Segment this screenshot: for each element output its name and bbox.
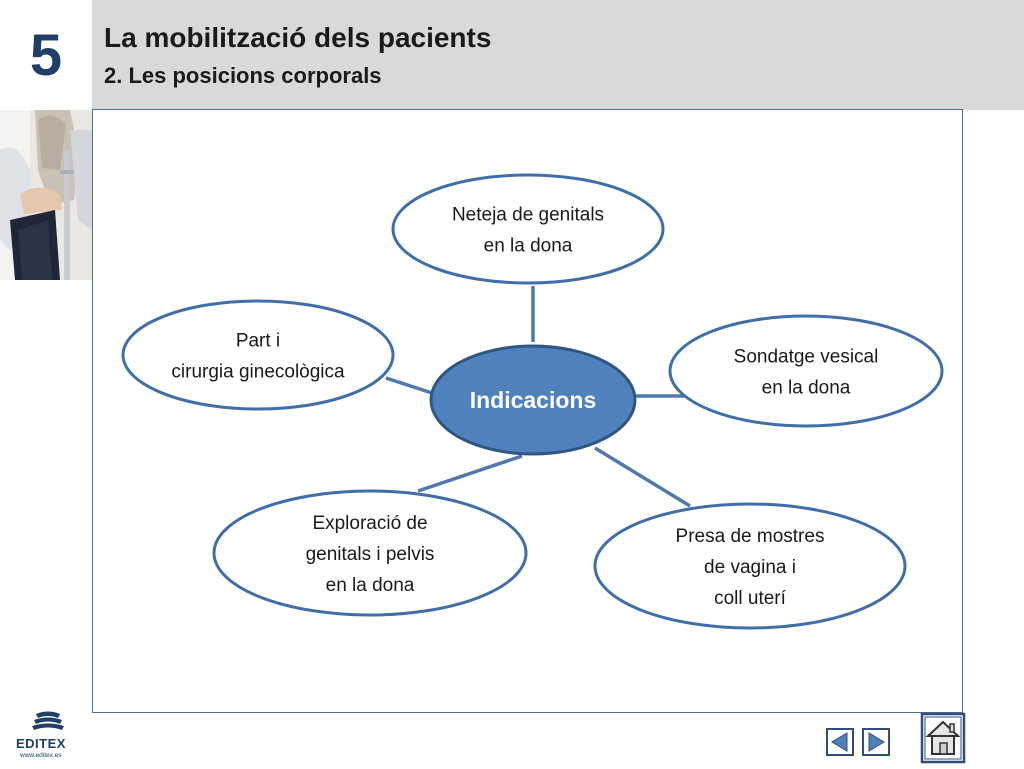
node-exploracio: Exploració de genitals i pelvis en la dona: [212, 489, 528, 617]
node-ellipse-exploracio: [212, 489, 528, 617]
home-button[interactable]: [920, 712, 966, 764]
triangle-right-icon: [862, 728, 890, 756]
node-label-exploracio-1: genitals i pelvis: [306, 544, 435, 565]
logo-text: EDITEX: [16, 736, 66, 751]
node-label-exploracio-2: en la dona: [326, 575, 415, 596]
connector-exploracio: [417, 454, 523, 493]
prev-button[interactable]: [826, 728, 854, 756]
editex-logo-icon: [32, 711, 64, 730]
chapter-number: 5: [29, 22, 63, 88]
node-label-presa-0: Presa de mostres: [676, 526, 825, 547]
node-label-part-1: cirurgia ginecològica: [171, 362, 345, 383]
home-icon: [920, 712, 966, 764]
node-ellipse-part: [121, 299, 395, 411]
node-label-presa-1: de vagina i: [704, 557, 796, 578]
node-presa: Presa de mostres de vagina i coll uterí: [593, 502, 907, 630]
page-subtitle: 2. Les posicions corporals: [104, 63, 382, 88]
node-sondatge: Sondatge vesical en la dona: [668, 314, 944, 428]
chapter-box: 5: [0, 0, 92, 110]
node-label-neteja-1: en la dona: [484, 236, 573, 257]
node-ellipse-sondatge: [668, 314, 944, 428]
center-ellipse: [429, 344, 637, 456]
node-ellipse-neteja: [391, 173, 665, 285]
node-ellipse-presa: [593, 502, 907, 630]
node-label-sondatge-1: en la dona: [762, 378, 851, 399]
triangle-left-icon: [826, 728, 854, 756]
node-label-part-0: Part i: [236, 331, 280, 352]
connectors: [385, 286, 691, 508]
header-band: La mobilització dels pacients 2. Les pos…: [92, 0, 1024, 110]
next-button[interactable]: [862, 728, 890, 756]
node-label-neteja-0: Neteja de genitals: [452, 205, 604, 226]
node-label-presa-2: coll uterí: [714, 588, 787, 609]
center-label: Indicacions: [470, 387, 597, 413]
logo-url: www.editex.es: [20, 752, 62, 759]
editex-logo: EDITEX www.editex.es: [14, 710, 84, 760]
page-title: La mobilització dels pacients: [104, 22, 492, 53]
connector-presa: [594, 446, 691, 508]
side-photo: [0, 110, 92, 280]
node-part: Part i cirurgia ginecològica: [121, 299, 395, 411]
node-neteja: Neteja de genitals en la dona: [391, 173, 665, 285]
center-node: Indicacions: [429, 344, 637, 456]
connector-part: [385, 376, 433, 395]
nurse-patient-photo: [0, 110, 92, 280]
node-label-sondatge-0: Sondatge vesical: [734, 347, 879, 368]
node-label-exploracio-0: Exploració de: [312, 513, 427, 534]
